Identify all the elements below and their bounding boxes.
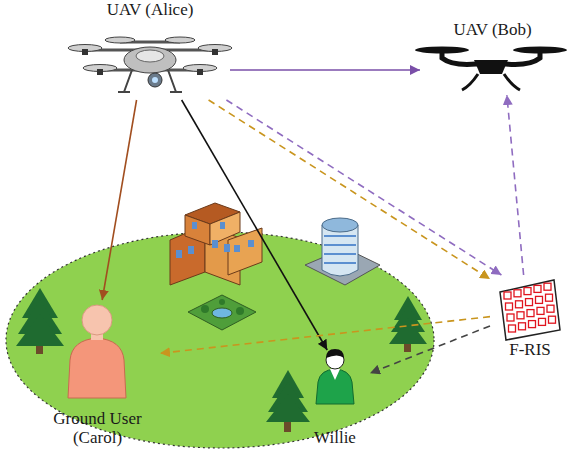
office-tower	[305, 218, 380, 285]
ris-element	[524, 288, 531, 295]
ris-element	[536, 296, 543, 303]
ris-element	[516, 301, 523, 308]
node-label: F-RIS	[509, 340, 551, 360]
person-icon	[68, 305, 126, 398]
ris-element	[509, 325, 516, 332]
ris-element	[539, 318, 546, 325]
ris-element	[506, 303, 513, 310]
node-box: Ground User (Carol)	[35, 300, 160, 448]
node-box: F-RIS	[490, 275, 570, 360]
tree	[389, 296, 427, 352]
ris-element	[504, 292, 511, 299]
signal-link	[226, 100, 501, 275]
node-label: Willie	[314, 428, 356, 448]
signal-link	[507, 95, 524, 275]
signal-link	[209, 100, 490, 279]
ris-element	[514, 290, 521, 297]
ris-element	[519, 323, 526, 330]
ris-element	[546, 294, 553, 301]
ris-element	[517, 312, 524, 319]
signal-link	[370, 326, 490, 373]
quadcopter-icon	[415, 47, 567, 91]
signal-link	[230, 69, 420, 71]
ris-element	[547, 305, 554, 312]
ris-element	[537, 307, 544, 314]
tree	[266, 370, 310, 432]
signal-link	[102, 100, 136, 300]
signal-link	[182, 100, 328, 350]
hexacopter-icon	[68, 37, 232, 92]
node-label: UAV (Bob)	[453, 20, 531, 40]
signal-link	[160, 317, 490, 354]
ris-element	[526, 299, 533, 306]
person-icon	[316, 349, 354, 404]
ris-element	[507, 314, 514, 321]
ris-element	[534, 285, 541, 292]
node-label: UAV (Alice)	[107, 0, 194, 20]
node-label: Ground User (Carol)	[45, 409, 150, 448]
ris-element	[549, 316, 556, 323]
ris-element	[527, 310, 534, 317]
ris-element	[529, 321, 536, 328]
node-box: UAV (Bob)	[420, 20, 565, 95]
ris-element	[544, 283, 551, 290]
park-plot	[188, 295, 256, 330]
node-box: UAV (Alice)	[70, 0, 230, 100]
tree	[16, 288, 64, 354]
ris-panel	[500, 280, 560, 340]
node-box: Willie	[300, 350, 370, 448]
